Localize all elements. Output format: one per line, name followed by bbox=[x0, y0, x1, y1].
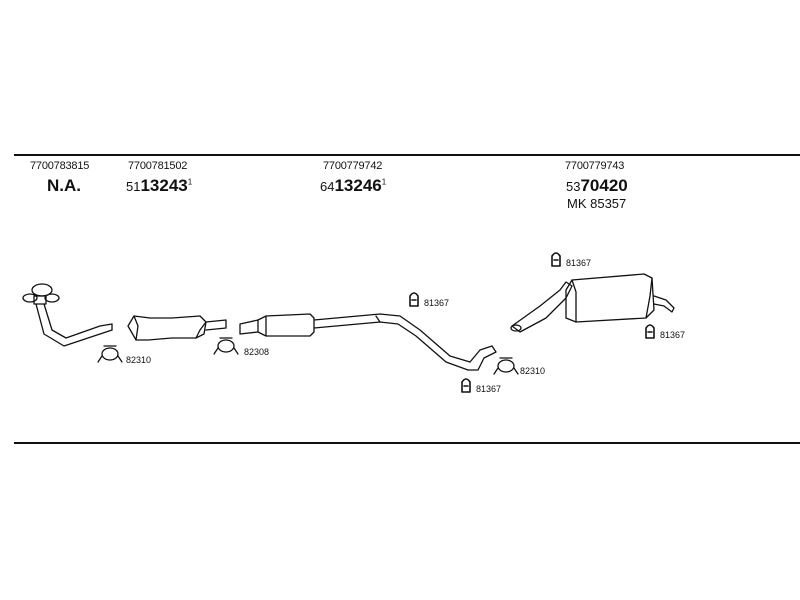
front-silencer bbox=[127, 315, 227, 341]
front-downpipe bbox=[22, 283, 113, 347]
part-1-code: N.A. bbox=[47, 176, 81, 195]
clamp-3-icon bbox=[493, 357, 519, 375]
clamp-3-label: 82310 bbox=[520, 366, 546, 376]
clamp-1-icon bbox=[97, 345, 123, 363]
part-2-code: 13243 bbox=[140, 176, 188, 195]
hanger-1-label: 81367 bbox=[424, 298, 450, 308]
part-4-oe-number: 7700779743 bbox=[565, 160, 625, 172]
bottom-rule bbox=[14, 442, 800, 444]
part-3-prefix: 64 bbox=[320, 179, 335, 194]
part-1-oe-number: 7700783815 bbox=[30, 160, 90, 172]
top-rule bbox=[14, 154, 800, 156]
hanger-3-icon bbox=[551, 252, 561, 267]
part-4-code-group: 5370420 bbox=[566, 176, 628, 196]
hanger-1-icon bbox=[409, 292, 419, 307]
clamp-1-label: 82310 bbox=[126, 355, 152, 365]
part-3-code-group: 64132461 bbox=[320, 176, 386, 196]
part-2-oe-number: 7700781502 bbox=[128, 160, 188, 172]
part-2-prefix: 51 bbox=[126, 179, 141, 194]
middle-pipe bbox=[239, 313, 497, 371]
part-3-sup: 1 bbox=[381, 177, 387, 187]
part-3-code: 13246 bbox=[334, 176, 382, 195]
part-3-oe-number: 7700779742 bbox=[323, 160, 383, 172]
hanger-4-icon bbox=[645, 324, 655, 339]
part-2-code-group: 51132431 bbox=[126, 176, 192, 196]
hanger-2-icon bbox=[461, 378, 471, 393]
hanger-2-label: 81367 bbox=[476, 384, 502, 394]
part-4-code: 70420 bbox=[580, 176, 628, 195]
rear-silencer bbox=[510, 273, 675, 333]
clamp-2-icon bbox=[213, 337, 239, 355]
part-4-kit-number: MK 85357 bbox=[567, 196, 627, 211]
part-2-sup: 1 bbox=[187, 177, 193, 187]
clamp-2-label: 82308 bbox=[244, 347, 270, 357]
part-4-prefix: 53 bbox=[566, 179, 581, 194]
hanger-3-label: 81367 bbox=[566, 258, 592, 268]
hanger-4-label: 81367 bbox=[660, 330, 686, 340]
